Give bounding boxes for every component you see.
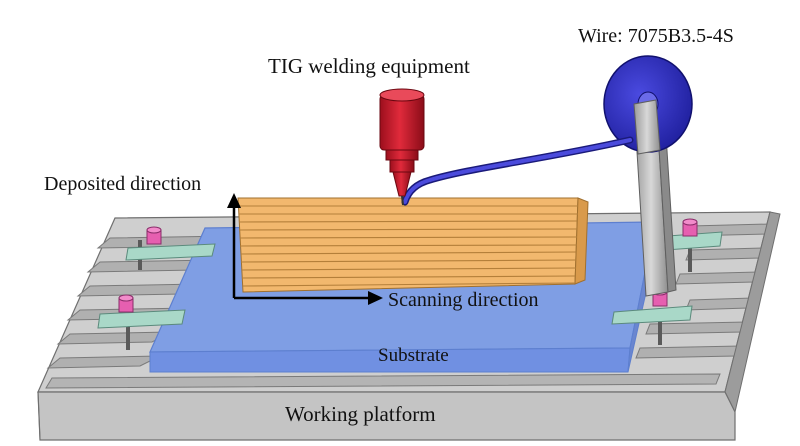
platform-right-slots	[635, 223, 771, 359]
deposited-direction-label: Deposited direction	[44, 173, 202, 195]
clamp-right-lower	[611, 288, 693, 345]
wire-feeder	[603, 55, 693, 297]
wire-label: Wire: 7075B3.5-4S	[578, 25, 734, 47]
scanning-direction-label: Scanning direction	[388, 289, 539, 311]
clamp-left-lower	[97, 294, 186, 350]
working-platform-label: Working platform	[285, 402, 436, 426]
tig-label: TIG welding equipment	[268, 54, 470, 78]
tig-torch	[379, 88, 425, 206]
clamp-right-upper	[665, 218, 723, 272]
deposit-layers	[238, 205, 578, 287]
deposited-wall	[237, 197, 589, 293]
direction-axes	[227, 193, 383, 305]
substrate-label: Substrate	[378, 345, 449, 366]
wire-feed	[401, 136, 634, 206]
clamp-left-upper	[125, 226, 216, 270]
platform-slots	[45, 235, 721, 389]
